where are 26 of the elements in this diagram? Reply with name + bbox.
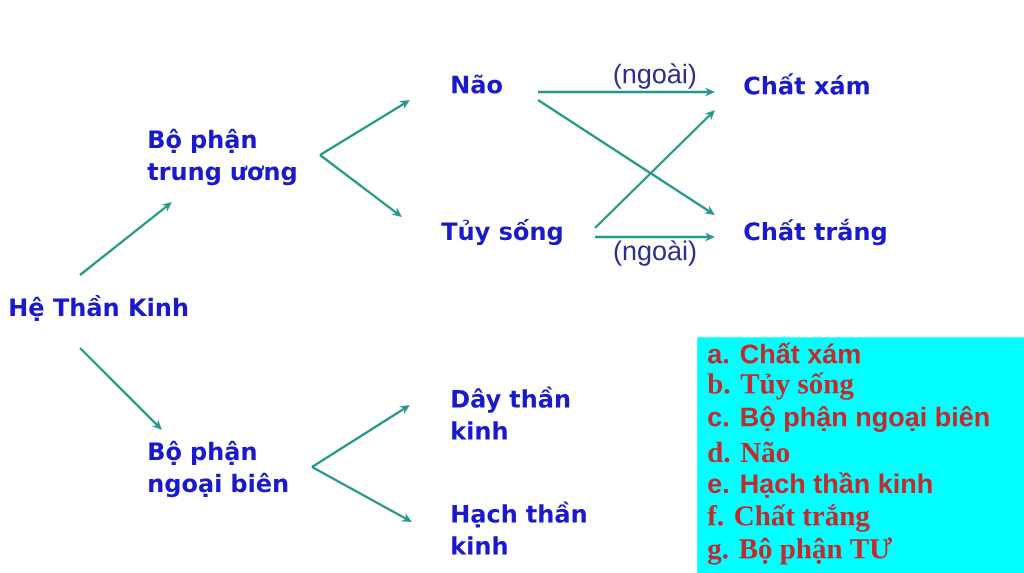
- term-label: Não: [452, 74, 502, 94]
- list-item: b. Tủy sống: [707, 372, 854, 400]
- term-label: Chất xám: [744, 73, 869, 95]
- term-label: Hạch thần kinh: [452, 501, 586, 555]
- list-item: a. Chất xám: [708, 342, 860, 364]
- arrow: [319, 100, 410, 156]
- arrow: [79, 347, 162, 430]
- arrow: [311, 466, 412, 522]
- list-item: c. Bộ phận ngoại biên: [708, 406, 989, 432]
- edge-label: (ngoài): [611, 62, 698, 90]
- term-label: Bộ phận ngoại biên: [149, 440, 288, 498]
- arrow: [319, 154, 402, 217]
- list-item: d. Não: [708, 441, 790, 463]
- term-label: Bộ phận trung ương: [147, 128, 296, 186]
- edge-label: (ngoài): [612, 239, 699, 267]
- list-item: g. Bộ phận TƯ: [708, 537, 892, 565]
- term-label: Dây thần kinh: [452, 386, 570, 440]
- term-label: Hệ Thần Kinh: [10, 294, 188, 322]
- term-label: Chất trắng: [744, 218, 886, 246]
- arrow: [594, 110, 715, 229]
- term-label: Tủy sống: [441, 218, 562, 246]
- arrow: [79, 202, 172, 276]
- list-item: e. Hạch thần kinh: [708, 472, 932, 498]
- arrow: [311, 405, 410, 468]
- arrow: [537, 99, 715, 215]
- list-item: f. Chất trắng: [707, 504, 870, 532]
